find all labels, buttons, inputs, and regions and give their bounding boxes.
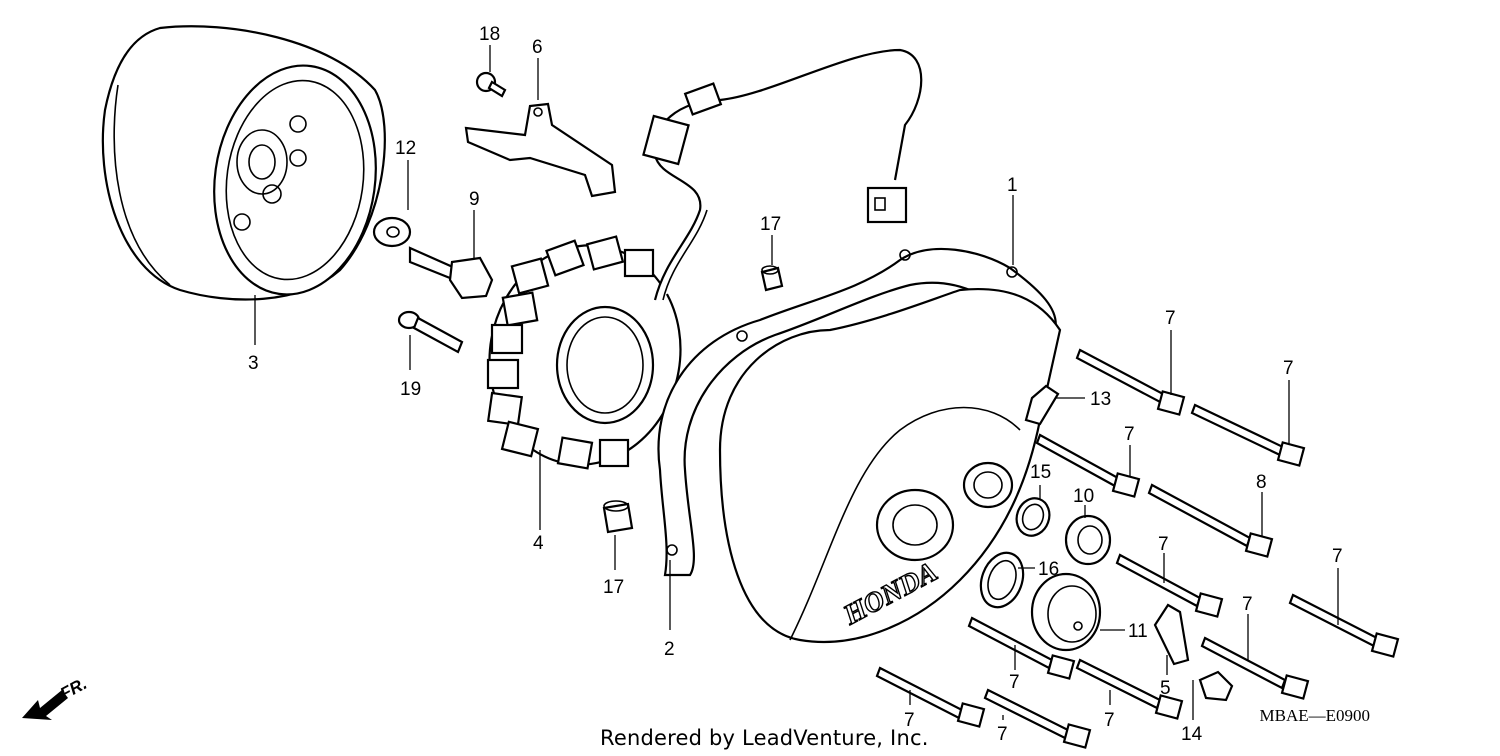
- callout-7: 7: [1242, 594, 1253, 615]
- callout-10: 10: [1073, 486, 1094, 507]
- callout-17-bottom: 17: [603, 577, 624, 598]
- callout-12: 12: [395, 138, 416, 159]
- cover-bolt-part[interactable]: [967, 616, 1076, 680]
- cover-bolt-part[interactable]: [1035, 433, 1141, 498]
- flywheel-part[interactable]: [101, 25, 390, 305]
- long-cover-bolt-part[interactable]: [1147, 483, 1274, 558]
- callout-11: 11: [1128, 621, 1148, 642]
- callout-7: 7: [1165, 308, 1176, 329]
- cover-bolt-part[interactable]: [1190, 403, 1306, 467]
- callout-7: 7: [904, 710, 915, 731]
- cover-bolt-part[interactable]: [1288, 593, 1400, 658]
- callout-19: 19: [400, 379, 421, 400]
- small-bolt-part[interactable]: [475, 71, 507, 98]
- cover-bolt-part[interactable]: [1200, 636, 1310, 700]
- callout-7: 7: [997, 724, 1008, 745]
- callout-8: 8: [1256, 472, 1267, 493]
- bracket-part[interactable]: [1153, 603, 1190, 666]
- flywheel-bolt-part[interactable]: [408, 246, 494, 300]
- leader-lines: [254, 45, 1339, 720]
- callout-7: 7: [1124, 424, 1135, 445]
- callout-14: 14: [1181, 724, 1203, 745]
- o-ring-small-part[interactable]: [1011, 494, 1054, 541]
- callout-6: 6: [532, 37, 543, 58]
- callout-2: 2: [664, 639, 675, 660]
- front-direction-marker: FR.: [22, 674, 90, 720]
- dowel-pin-part[interactable]: [602, 500, 634, 534]
- cable-guide-part[interactable]: [1024, 384, 1060, 426]
- crankshaft-hole-cap-part[interactable]: [1030, 572, 1102, 652]
- callout-18: 18: [479, 24, 500, 45]
- wire-clamp-part[interactable]: [464, 102, 617, 198]
- callout-7: 7: [1332, 546, 1343, 567]
- crankcase-cover-part[interactable]: HONDA: [718, 288, 1062, 644]
- callout-7: 7: [1158, 534, 1169, 555]
- callout-3: 3: [248, 353, 259, 374]
- callout-4: 4: [533, 533, 544, 554]
- cover-bolt-part[interactable]: [1115, 553, 1224, 618]
- front-arrow-icon: [22, 690, 68, 720]
- callout-5: 5: [1160, 678, 1171, 699]
- stator-part[interactable]: [472, 48, 923, 480]
- credit-text: Rendered by LeadVenture, Inc.: [600, 726, 929, 750]
- cover-bolt-part[interactable]: [983, 688, 1092, 749]
- timing-hole-cap-part[interactable]: [1064, 514, 1112, 566]
- socket-bolt-part[interactable]: [397, 310, 464, 354]
- cover-bolt-part[interactable]: [1075, 348, 1186, 416]
- cover-bolt-part[interactable]: [1075, 658, 1184, 720]
- callout-9: 9: [469, 189, 480, 210]
- callout-7: 7: [1283, 358, 1294, 379]
- o-ring-large-part[interactable]: [974, 547, 1031, 613]
- callout-16: 16: [1038, 559, 1059, 580]
- dowel-pin-part[interactable]: [760, 265, 784, 292]
- callout-13: 13: [1090, 389, 1111, 410]
- callout-1: 1: [1007, 175, 1018, 196]
- callout-7: 7: [1009, 672, 1020, 693]
- clip-part[interactable]: [1198, 670, 1234, 702]
- diagram-code: MBAE—E0900: [1259, 706, 1371, 725]
- cover-bolt-part[interactable]: [875, 666, 986, 728]
- callout-7: 7: [1104, 710, 1115, 731]
- washer-part[interactable]: [372, 216, 412, 248]
- callout-15: 15: [1030, 462, 1051, 483]
- callout-17-top: 17: [760, 214, 781, 235]
